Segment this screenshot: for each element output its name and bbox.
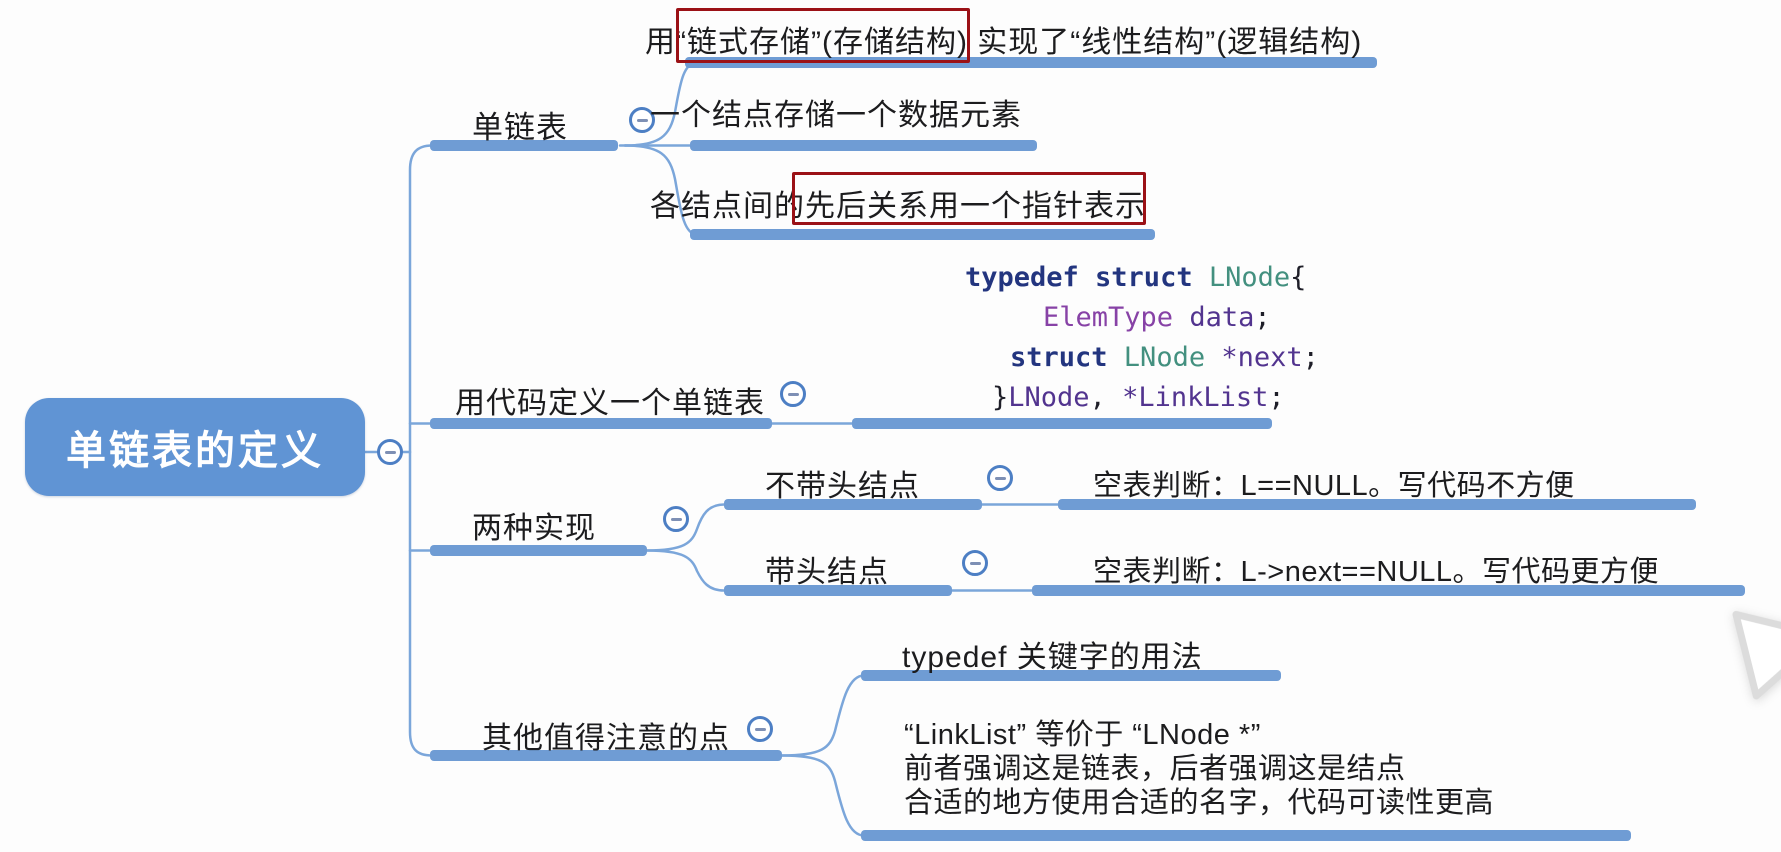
branch-underline [685,57,1377,68]
node-danlianbiao[interactable]: 单链表 [472,110,568,145]
branch-underline [430,545,647,556]
node-no-head-desc[interactable]: 空表判断：L==NULL。写代码不方便 [1093,470,1575,502]
branch-underline [430,140,618,151]
naming-note-line: 前者强调这是链表，后者强调这是结点 [904,753,1406,785]
play-next-icon[interactable] [1710,573,1781,718]
collapse-button-root[interactable] [377,439,403,465]
node-storage-structure[interactable]: 用“链式存储”(存储结构) 实现了“线性结构”(逻辑结构) [645,26,1363,59]
branch-underline [724,499,982,510]
collapse-button-two-impl[interactable] [663,506,689,532]
node-two-impl[interactable]: 两种实现 [472,512,596,545]
branch-underline [852,418,1272,429]
collapse-button-with-head[interactable] [962,550,988,576]
node-typedef-usage[interactable]: typedef 关键字的用法 [902,641,1203,674]
code-line: ElemType data; [1043,302,1271,333]
branch-underline [1032,585,1745,596]
node-pointer-relation[interactable]: 各结点间的先后关系用一个指针表示 [650,190,1146,223]
highlight-box-storage [676,8,970,63]
naming-note-line: 合适的地方使用合适的名字，代码可读性更高 [904,787,1495,819]
code-token: typedef struct [965,262,1209,293]
code-token: LNode [1008,382,1090,413]
node-other-notes[interactable]: 其他值得注意的点 [482,722,730,755]
branch-underline [861,670,1281,681]
branch-underline [690,229,1155,240]
root-label: 单链表的定义 [66,429,324,473]
collapse-button-danlianbiao[interactable] [629,107,655,133]
branch-underline [1058,499,1696,510]
code-token: { [1290,262,1307,293]
code-token: LNode [1107,342,1222,373]
node-code-define[interactable]: 用代码定义一个单链表 [455,387,765,420]
code-line: struct LNode *next; [1010,342,1319,373]
code-token: *next [1221,342,1303,373]
code-token: ; [1254,302,1271,333]
node-naming-note[interactable]: “LinkList” 等价于 “LNode *” 前者强调这是链表，后者强调这是… [904,718,1494,820]
collapse-button-code-define[interactable] [780,381,806,407]
node-with-head[interactable]: 带头结点 [765,556,889,589]
root-node[interactable]: 单链表的定义 [25,398,365,496]
collapse-button-other-notes[interactable] [747,716,773,742]
branch-underline [430,418,772,429]
code-token: struct [1010,342,1108,373]
code-token: *LinkList [1122,382,1269,413]
node-no-head[interactable]: 不带头结点 [765,470,920,503]
branch-underline [861,830,1631,841]
branch-underline [724,585,952,596]
code-token: LNode [1208,262,1291,293]
code-token: , [1089,382,1123,413]
highlight-box-pointer [792,172,1146,225]
branch-underline [430,750,782,761]
node-one-element[interactable]: 一个结点存储一个数据元素 [650,99,1022,132]
code-token: } [992,382,1009,413]
branch-underline [690,140,1037,151]
naming-note-line: “LinkList” 等价于 “LNode *” [904,719,1261,751]
node-with-head-desc[interactable]: 空表判断：L->next==NULL。写代码更方便 [1093,556,1660,588]
collapse-button-no-head[interactable] [987,465,1013,491]
code-line: typedef struct LNode{ [965,262,1306,293]
code-token: ElemType [1043,302,1190,333]
code-token: ; [1302,342,1319,373]
code-line: }LNode, *LinkList; [992,382,1285,413]
code-token: data [1189,302,1255,333]
code-token: ; [1268,382,1285,413]
